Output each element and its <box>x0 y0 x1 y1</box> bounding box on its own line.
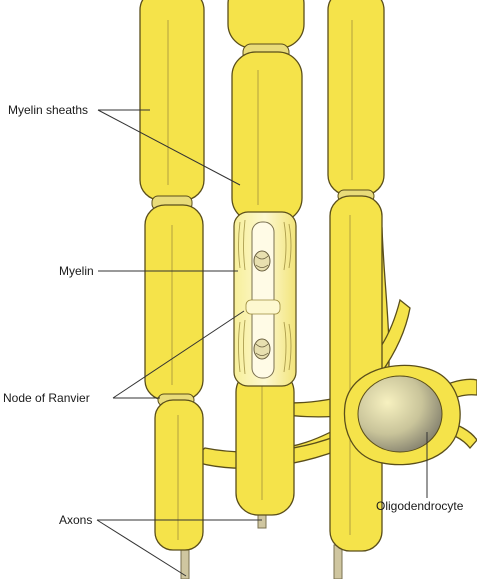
axon-right <box>333 544 343 579</box>
leader-lines <box>96 109 428 577</box>
oligodendrocyte-cell <box>343 364 461 466</box>
mitochondrion-icon <box>253 338 271 360</box>
sheath-middle-1 <box>227 0 305 49</box>
sheath-left-3 <box>154 399 204 551</box>
label-oligodendrocyte: Oligodendrocyte <box>376 499 464 513</box>
nucleus <box>357 375 443 453</box>
sheath-left-1 <box>139 0 205 201</box>
label-myelin-sheaths: Myelin sheaths <box>8 103 89 117</box>
right-fiber <box>327 0 385 552</box>
sheath-middle-3 <box>235 369 295 516</box>
label-myelin: Myelin <box>59 264 94 278</box>
mitochondrion-icon <box>253 250 271 272</box>
myelin-cutaway <box>233 211 297 387</box>
label-node-of-ranvier: Node of Ranvier <box>3 391 90 405</box>
middle-fiber <box>227 0 305 516</box>
sheath-middle-2 <box>231 51 303 223</box>
left-fiber <box>139 0 205 551</box>
label-axons: Axons <box>59 513 93 527</box>
sheath-right-1 <box>327 0 385 196</box>
